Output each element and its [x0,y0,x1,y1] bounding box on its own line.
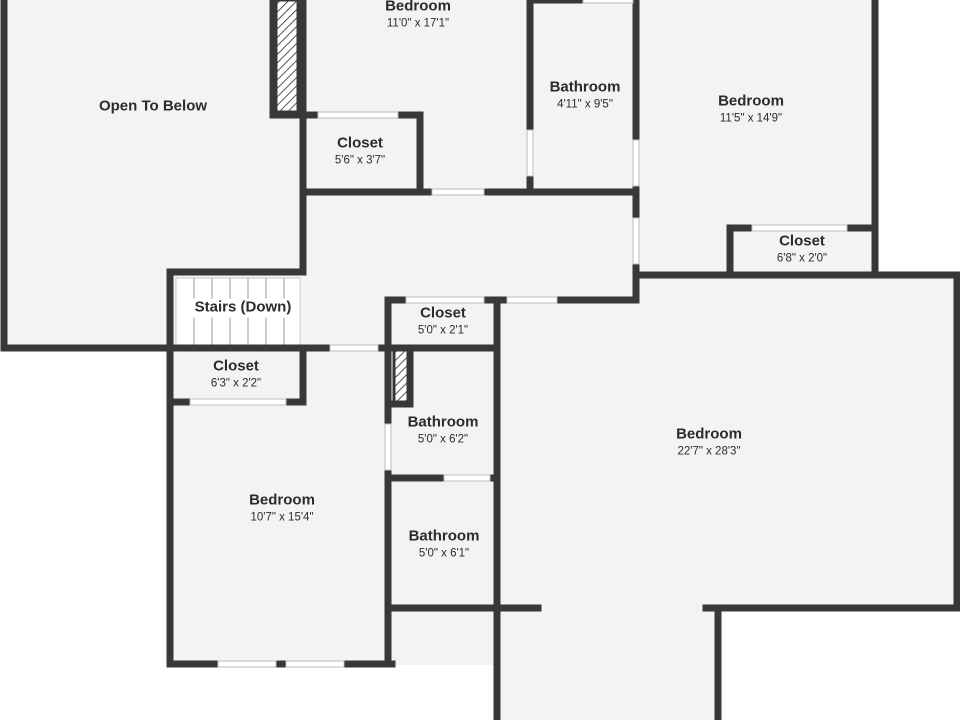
room-bedroom-main: Bedroom 22'7" x 28'3" [676,425,742,458]
room-name: Closet [420,304,466,322]
room-bathroom-low: Bathroom 5'0" x 6'1" [409,527,480,560]
room-name: Open To Below [98,97,208,115]
room-name: Bedroom [718,92,784,110]
room-open-to-below: Open To Below [99,98,207,117]
room-dimensions: 11'5" x 14'9" [719,112,783,125]
room-bathroom-top: Bathroom 4'11" x 9'5" [550,78,621,111]
room-name: Closet [779,232,825,250]
room-name: Bathroom [407,413,479,431]
room-closet-top: Closet 5'6" x 3'7" [335,134,385,167]
room-dimensions: 6'8" x 2'0" [776,252,828,265]
room-name: Closet [213,357,259,375]
room-name: Bathroom [549,78,621,96]
room-dimensions: 5'6" x 3'7" [334,154,386,167]
room-name: Bathroom [408,527,480,545]
room-name: Bedroom [676,425,742,443]
room-dimensions: 10'7" x 15'4" [250,511,314,524]
room-closet-right: Closet 6'8" x 2'0" [777,232,827,265]
room-stairs: Stairs (Down) [192,298,294,318]
room-bathroom-mid: Bathroom 5'0" x 6'2" [408,413,479,446]
room-bedroom-top: Bedroom 11'0" x 17'1" [385,0,451,31]
room-closet-mid: Closet 5'0" x 2'1" [418,304,468,337]
openings [189,0,848,668]
room-name: Bedroom [385,0,451,15]
room-dimensions: 5'0" x 2'1" [417,324,469,337]
floor-area [4,0,957,720]
room-name: Closet [337,134,383,152]
room-name: Bedroom [249,491,315,509]
room-dimensions: 5'0" x 6'2" [417,433,469,446]
room-bedroom-right: Bedroom 11'5" x 14'9" [718,92,784,125]
room-dimensions: 22'7" x 28'3" [677,445,741,458]
room-dimensions: 4'11" x 9'5" [557,98,613,111]
room-dimensions: 5'0" x 6'1" [418,547,470,560]
room-name: Stairs (Down) [194,298,292,316]
room-dimensions: 11'0" x 17'1" [386,17,450,30]
hatched-chase-top [274,0,300,114]
room-dimensions: 6'3" x 2'2" [210,377,262,390]
room-closet-left: Closet 6'3" x 2'2" [211,357,261,390]
room-bedroom-left: Bedroom 10'7" x 15'4" [249,491,315,524]
